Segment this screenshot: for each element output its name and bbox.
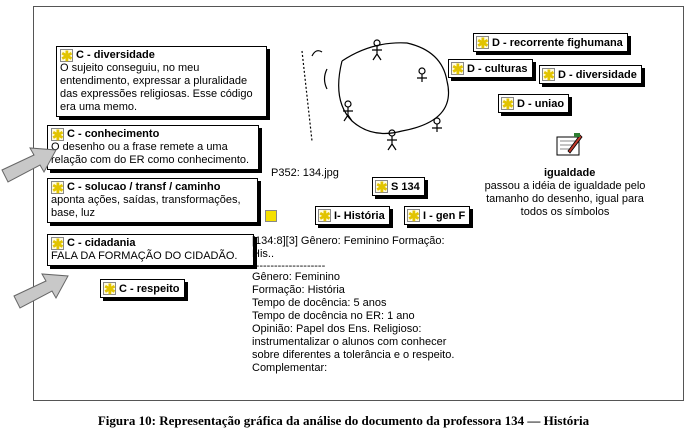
tag-label: D - uniao [517, 97, 565, 110]
network-view-canvas: P352: 134.jpg ✱C - diversidade O sujeito… [33, 6, 684, 401]
tag-s134[interactable]: ✱S 134 [372, 177, 425, 196]
tag-label: D - culturas [467, 62, 528, 75]
tag-diversidade[interactable]: ✱D - diversidade [539, 65, 642, 84]
code-diversidade[interactable]: ✱C - diversidade O sujeito conseguiu, no… [56, 46, 267, 117]
tag-star-icon: ✱ [318, 208, 331, 224]
pointer-arrow-icon [1, 147, 57, 183]
code-star-icon: ✱ [60, 48, 73, 64]
tag-genf[interactable]: ✱I - gen F [404, 206, 471, 225]
igualdade-text: passou a idéia de igualdade pelo tamanho… [484, 180, 646, 218]
code-conhecimento[interactable]: ✱C - conhecimento O desenho ou a frase r… [47, 125, 259, 170]
code-memo-text: FALA DA FORMAÇÃO DO CIDADÃO. [51, 250, 238, 262]
image-label: P352: 134.jpg [271, 167, 339, 179]
quotation-line: instrumentalizar o alunos com conhecer [252, 336, 447, 348]
figure-caption: Figura 10: Representação gráfica da anál… [97, 413, 590, 428]
igualdade-title: igualdade [544, 167, 596, 179]
code-title: C - conhecimento [67, 128, 160, 140]
tag-label: D - diversidade [558, 68, 637, 81]
tag-culturas[interactable]: ✱D - culturas [448, 59, 533, 78]
link-icon[interactable] [265, 210, 277, 222]
memo-icon[interactable] [554, 131, 584, 159]
quotation-line: Complementar: [252, 362, 328, 374]
code-title: C - respeito [119, 282, 180, 295]
quotation-header: [134:8][3] Gênero: Feminino Formação: Hi… [252, 235, 445, 260]
quotation-line: Opinião: Papel dos Ens. Religioso: [252, 323, 422, 335]
tag-star-icon: ✱ [542, 67, 555, 83]
tag-star-icon: ✱ [476, 35, 489, 51]
quotation-line: Tempo de docência: 5 anos [252, 297, 387, 309]
code-star-icon: ✱ [103, 281, 116, 297]
drawing-image[interactable] [282, 21, 482, 161]
tag-recorrente[interactable]: ✱D - recorrente fighumana [473, 33, 628, 52]
code-solucao[interactable]: ✱C - solucao / transf / caminho aponta a… [47, 178, 258, 223]
code-title: C - diversidade [76, 49, 155, 61]
code-title: C - solucao / transf / caminho [67, 181, 221, 193]
tag-label: D - recorrente fighumana [492, 36, 623, 49]
code-memo-text: aponta ações, saídas, transformações, ba… [51, 194, 241, 219]
pointer-arrow-icon [13, 273, 69, 309]
tag-star-icon: ✱ [501, 96, 514, 112]
code-star-icon: ✱ [51, 236, 64, 252]
tag-historia[interactable]: ✱I- História [315, 206, 390, 225]
code-cidadania[interactable]: ✱C - cidadania FALA DA FORMAÇÃO DO CIDAD… [47, 234, 254, 266]
tag-label: I - gen F [423, 209, 466, 222]
tag-star-icon: ✱ [407, 208, 420, 224]
tag-label: S 134 [391, 180, 420, 193]
tag-star-icon: ✱ [375, 179, 388, 195]
code-title: C - cidadania [67, 237, 136, 249]
quotation-separator: -------------------- [252, 260, 326, 272]
tag-uniao[interactable]: ✱D - uniao [498, 94, 570, 113]
code-memo-text: O desenho ou a frase remete a uma relaçã… [51, 141, 250, 166]
tag-star-icon: ✱ [451, 61, 464, 77]
quotation-line: sobre diferentes a tolerância e o respei… [252, 349, 455, 361]
tag-label: I- História [334, 209, 385, 222]
quotation-line: Gênero: Feminino [252, 271, 341, 283]
code-star-icon: ✱ [51, 180, 64, 196]
code-star-icon: ✱ [51, 127, 64, 143]
code-memo-text: O sujeito conseguiu, no meu entendimento… [60, 62, 253, 113]
quotation-line: Tempo de docência no ER: 1 ano [252, 310, 415, 322]
quotation-line: Formação: História [252, 284, 345, 296]
code-respeito[interactable]: ✱C - respeito [100, 279, 185, 298]
